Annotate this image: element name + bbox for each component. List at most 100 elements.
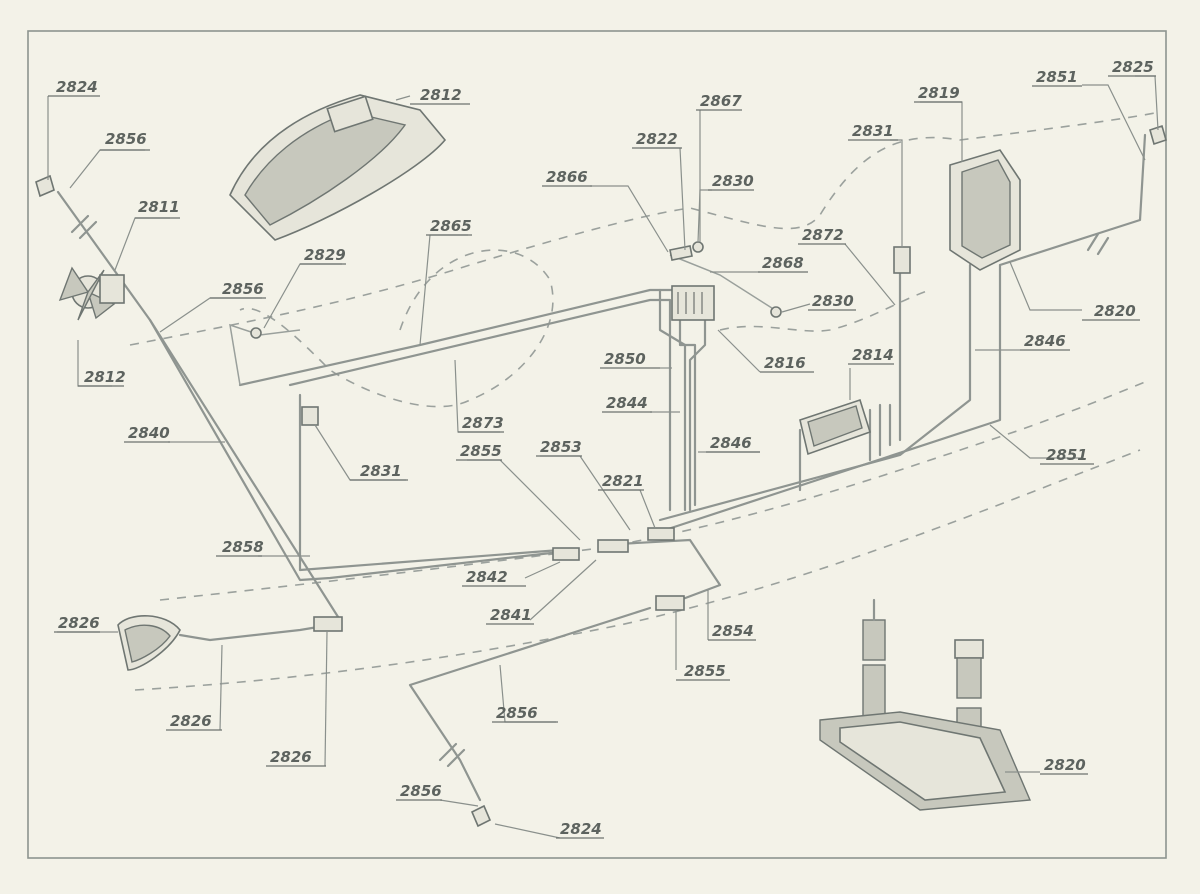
part-number-2826: 2826 — [58, 614, 100, 632]
part-number-2853: 2853 — [540, 438, 582, 456]
part-number-2858: 2858 — [222, 538, 264, 556]
label-2858: 2858 — [216, 538, 264, 557]
part-number-2830: 2830 — [712, 172, 754, 190]
part-number-2842: 2842 — [466, 568, 508, 586]
headlamp-assembly-2812 — [229, 94, 447, 241]
part-number-2822: 2822 — [636, 130, 678, 148]
label-2841: 2841 — [486, 606, 534, 625]
body-outline-right — [719, 289, 931, 332]
harness-2854 — [598, 538, 722, 602]
part-number-2816: 2816 — [764, 354, 806, 372]
part-number-2867: 2867 — [700, 92, 742, 110]
label-2853: 2853 — [536, 438, 582, 457]
part-number-2873: 2873 — [462, 414, 504, 432]
part-number-2856: 2856 — [105, 130, 147, 148]
lamp-2829 — [250, 327, 262, 339]
label-2825: 2825 — [1108, 58, 1156, 77]
lamp-2830-top — [692, 241, 704, 253]
part-number-2829: 2829 — [304, 246, 346, 264]
label-2824-upper: 2824 — [48, 78, 100, 97]
label-2872: 2872 — [798, 226, 846, 245]
part-number-2825: 2825 — [1112, 58, 1154, 76]
harness-2858 — [148, 318, 562, 582]
harness-2856-low — [408, 606, 652, 802]
body-outline-loop — [239, 249, 554, 408]
break-symbol-lower — [438, 742, 466, 768]
connector-2855 — [655, 595, 685, 611]
part-number-2855: 2855 — [460, 442, 502, 460]
label-2856-c: 2856 — [492, 704, 558, 723]
label-2856-b: 2856 — [210, 280, 266, 299]
part-number-2820: 2820 — [1044, 756, 1086, 774]
part-number-2856: 2856 — [400, 782, 442, 800]
part-number-2872: 2872 — [802, 226, 844, 244]
part-number-2844: 2844 — [606, 394, 648, 412]
body-outline-lower — [134, 449, 1141, 691]
connector-2821 — [647, 527, 675, 541]
harness-2829 — [229, 323, 301, 386]
part-number-2851: 2851 — [1036, 68, 1078, 86]
part-number-2855: 2855 — [684, 662, 726, 680]
label-2865: 2865 — [426, 217, 472, 236]
part-number-2868: 2868 — [762, 254, 804, 272]
label-2850: 2850 — [600, 350, 660, 369]
part-number-2814: 2814 — [852, 346, 894, 364]
label-2840: 2840 — [124, 424, 170, 443]
part-number-2826: 2826 — [170, 712, 212, 730]
part-number-2846: 2846 — [1024, 332, 1066, 350]
label-2846-right: 2846 — [1020, 332, 1070, 351]
part-number-2840: 2840 — [128, 424, 170, 442]
fuse-block-2816 — [671, 285, 715, 321]
part-number-2826: 2826 — [270, 748, 312, 766]
label-2826-low: 2826 — [266, 748, 326, 767]
label-2826-left: 2826 — [54, 614, 100, 633]
label-2824-lower: 2824 — [556, 820, 604, 839]
harness-2844 — [688, 318, 707, 512]
drawing-frame — [27, 30, 1167, 859]
harness-2826 — [178, 623, 332, 642]
label-2846-mid: 2846 — [706, 434, 760, 453]
label-2866: 2866 — [542, 168, 592, 187]
label-2814: 2814 — [848, 346, 894, 365]
label-2822: 2822 — [632, 130, 682, 149]
label-2819: 2819 — [914, 84, 962, 103]
switch-2831-left — [301, 406, 319, 426]
part-number-2856: 2856 — [222, 280, 264, 298]
label-2851-upper: 2851 — [1032, 68, 1082, 87]
part-number-2824: 2824 — [560, 820, 602, 838]
bracket-2820 — [819, 598, 1032, 811]
part-number-2812: 2812 — [84, 368, 126, 386]
label-2830-top: 2830 — [708, 172, 754, 191]
terminal-2824-lower — [470, 804, 492, 828]
label-2856-a: 2856 — [100, 130, 150, 151]
part-number-2854: 2854 — [712, 622, 754, 640]
part-number-2850: 2850 — [604, 350, 646, 368]
label-2821: 2821 — [598, 472, 644, 491]
label-2831-right: 2831 — [848, 122, 898, 141]
label-2830-right: 2830 — [808, 292, 856, 311]
fan-motor-2811 — [58, 266, 125, 321]
label-2831-left: 2831 — [350, 462, 408, 481]
harness-2868 — [669, 254, 776, 311]
part-number-2819: 2819 — [918, 84, 960, 102]
label-2820-lower: 2820 — [1040, 756, 1088, 775]
part-number-2865: 2865 — [430, 217, 472, 235]
label-2873: 2873 — [458, 414, 504, 433]
label-2842: 2842 — [462, 568, 526, 587]
label-2826-mid: 2826 — [166, 712, 222, 731]
label-2844: 2844 — [602, 394, 652, 413]
harness-2840 — [56, 190, 342, 627]
label-2868: 2868 — [758, 254, 808, 273]
body-outline-middle — [159, 379, 1151, 601]
label-2855-upper: 2855 — [456, 442, 502, 461]
label-2829: 2829 — [300, 246, 346, 265]
part-number-2820: 2820 — [1094, 302, 1136, 320]
break-symbol-right — [1086, 232, 1110, 256]
body-outline-upper — [129, 111, 1161, 346]
switch-2831-right — [893, 246, 911, 274]
part-number-2812: 2812 — [420, 86, 462, 104]
part-number-2811: 2811 — [138, 198, 180, 216]
part-number-2830: 2830 — [812, 292, 854, 310]
